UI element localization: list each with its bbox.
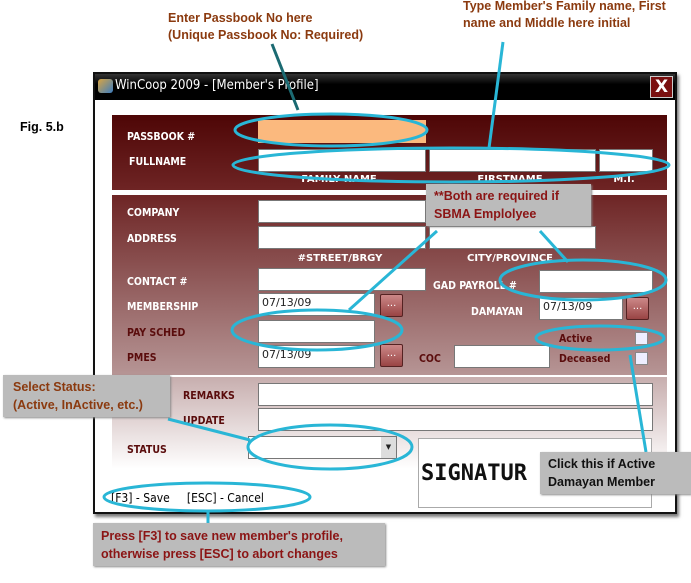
active-label: Active (559, 333, 593, 345)
annotation-text: Select Status: (13, 380, 96, 394)
pmes-label: PMES (127, 352, 157, 364)
callout-line (167, 417, 251, 442)
remarks-input[interactable] (258, 383, 653, 406)
callout-line (538, 229, 570, 264)
damayan-label: DAMAYAN (471, 306, 523, 318)
company-input[interactable] (258, 200, 426, 223)
sbma-callout: **Both are required if SBMA Emplolyee (426, 184, 591, 226)
mi-caption: M.I. (613, 174, 635, 185)
deceased-label: Deceased (559, 353, 611, 365)
annotation-text: SBMA Emplolyee (434, 207, 537, 221)
status-dropdown[interactable]: ▼ (248, 436, 397, 459)
membership-date-picker-button[interactable]: ... (380, 294, 403, 317)
active-highlight (534, 324, 666, 352)
status-highlight (246, 423, 414, 471)
gad-payroll-label: GAD PAYROLL # (433, 280, 517, 292)
gad-payroll-input[interactable] (539, 270, 653, 293)
passbook-highlight (233, 112, 429, 148)
keyboard-shortcuts: [F3] - Save [ESC] - Cancel (111, 491, 264, 505)
pay-sched-label: PAY SCHED (127, 327, 186, 339)
annotation-text: Damayan Member (548, 475, 655, 489)
city-caption: CITY/PROVINCE (466, 253, 554, 264)
active-checkbox[interactable] (635, 332, 648, 345)
deceased-checkbox[interactable] (635, 352, 648, 365)
remarks-label: REMARKS (183, 390, 235, 402)
chevron-down-icon[interactable]: ▼ (381, 437, 396, 458)
window-title: WinCoop 2009 - [Member's Profile] (115, 78, 319, 93)
company-label: COMPANY (127, 207, 180, 219)
annotation-text: (Unique Passbook No: Required) (168, 28, 364, 42)
gad-payroll-highlight (498, 258, 668, 302)
passbook-annotation: Enter Passbook No here (Unique Passbook … (168, 10, 363, 44)
callout-line (270, 43, 300, 111)
street-caption: #STREET/BRGY (297, 253, 383, 264)
membership-label: MEMBERSHIP (127, 301, 199, 313)
annotation-text: (Active, InActive, etc.) (13, 398, 143, 412)
save-callout: Press [F3] to save new member's profile,… (93, 523, 385, 566)
firstname-caption: FIRSTNAME (477, 174, 543, 185)
passbook-label: PASSBOOK # (127, 131, 196, 143)
damayan-date-picker-button[interactable]: ... (626, 297, 649, 320)
pay-sched-highlight (230, 308, 404, 352)
coc-input[interactable] (454, 345, 550, 368)
name-annotation: Type Member's Family name, First name an… (463, 0, 666, 32)
contact-label: CONTACT # (127, 276, 188, 288)
fullname-label: FULLNAME (129, 156, 187, 168)
fullname-highlight (231, 146, 671, 184)
callout-line (628, 354, 648, 453)
annotation-text: **Both are required if (434, 189, 560, 203)
contact-input[interactable] (258, 268, 426, 291)
callout-line (347, 229, 439, 312)
coc-label: COC (419, 353, 441, 365)
address-label: ADDRESS (127, 233, 177, 245)
damayan-callout: Click this if Active Damayan Member (540, 452, 691, 494)
annotation-text: Enter Passbook No here (168, 11, 313, 25)
close-button[interactable]: X (650, 76, 673, 98)
figure-label: Fig. 5.b (20, 120, 64, 134)
callout-line (487, 41, 505, 149)
damayan-date-input[interactable]: 07/13/09 (539, 297, 623, 320)
title-bar[interactable]: WinCoop 2009 - [Member's Profile] (95, 74, 675, 100)
pay-sched-input[interactable] (258, 320, 375, 343)
signature-text: SIGNATUR (421, 461, 527, 486)
pmes-date-input[interactable]: 07/13/09 (258, 345, 375, 368)
annotation-text: name and Middle here initial (463, 16, 631, 30)
pmes-date-picker-button[interactable]: ... (380, 344, 403, 367)
annotation-text: Click this if Active (548, 457, 656, 471)
annotation-text: Press [F3] to save new member's profile, (101, 529, 343, 543)
annotation-text: Type Member's Family name, First (463, 0, 666, 13)
app-icon (98, 79, 113, 93)
shortcuts-highlight (102, 481, 312, 513)
status-callout: Select Status: (Active, InActive, etc.) (3, 375, 170, 417)
status-label: STATUS (127, 444, 167, 456)
annotation-text: otherwise press [ESC] to abort changes (101, 547, 338, 561)
street-input[interactable] (258, 226, 426, 249)
